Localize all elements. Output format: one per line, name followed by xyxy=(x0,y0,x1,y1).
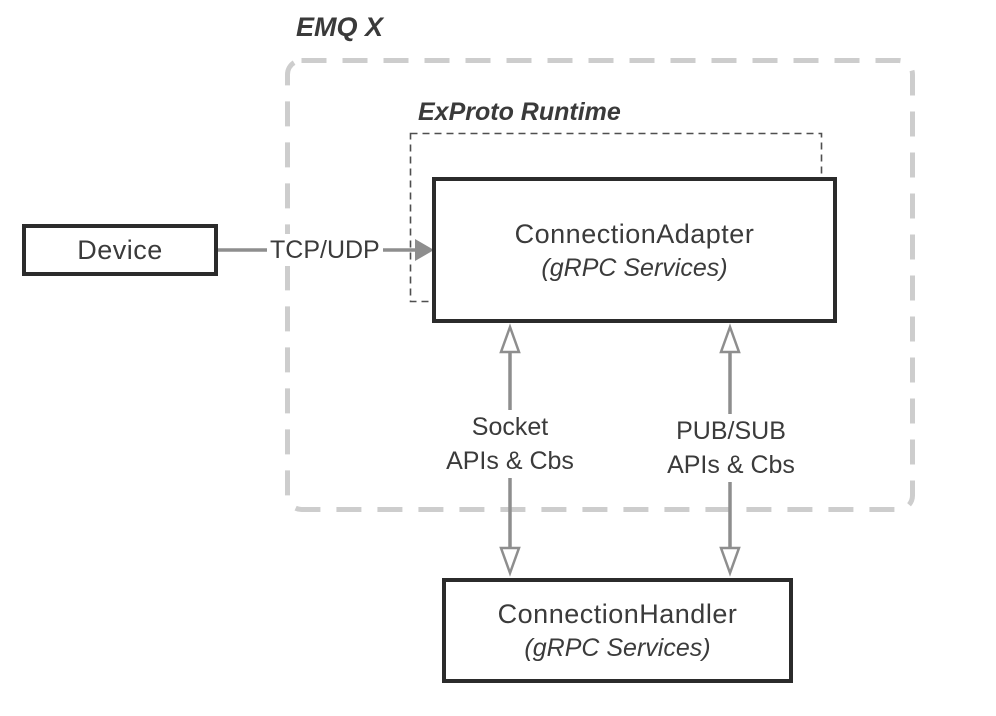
connection-handler-sublabel: (gRPC Services) xyxy=(524,634,711,662)
connection-handler-label: ConnectionHandler xyxy=(497,599,738,629)
pubsub-edge-label: PUB/SUB APIs & Cbs xyxy=(662,414,800,482)
socket-arrowhead-up xyxy=(499,323,521,354)
tcp-udp-arrowhead xyxy=(415,239,434,261)
connection-handler-node: ConnectionHandler (gRPC Services) xyxy=(442,578,793,683)
tcp-udp-edge-label: TCP/UDP xyxy=(267,234,383,266)
exproto-container-label: ExProto Runtime xyxy=(418,98,621,126)
pubsub-arrowhead-up xyxy=(719,323,741,354)
socket-edge-label-line2: APIs & Cbs xyxy=(446,447,574,475)
device-node-label: Device xyxy=(77,234,163,265)
socket-arrowhead-down xyxy=(499,546,521,577)
connection-adapter-label: ConnectionAdapter xyxy=(514,218,755,249)
pubsub-arrowhead-down xyxy=(719,546,741,577)
emqx-dashed-container xyxy=(285,58,915,512)
socket-edge-label-line1: Socket xyxy=(471,413,549,441)
emqx-container-label: EMQ X xyxy=(296,12,384,42)
pubsub-edge-label-line2: APIs & Cbs xyxy=(667,451,795,479)
connection-adapter-node: ConnectionAdapter (gRPC Services) xyxy=(432,177,837,323)
connection-adapter-sublabel: (gRPC Services) xyxy=(541,253,728,282)
socket-edge-label: Socket APIs & Cbs xyxy=(442,410,578,478)
device-node: Device xyxy=(22,224,218,276)
pubsub-edge-label-line1: PUB/SUB xyxy=(676,417,786,445)
